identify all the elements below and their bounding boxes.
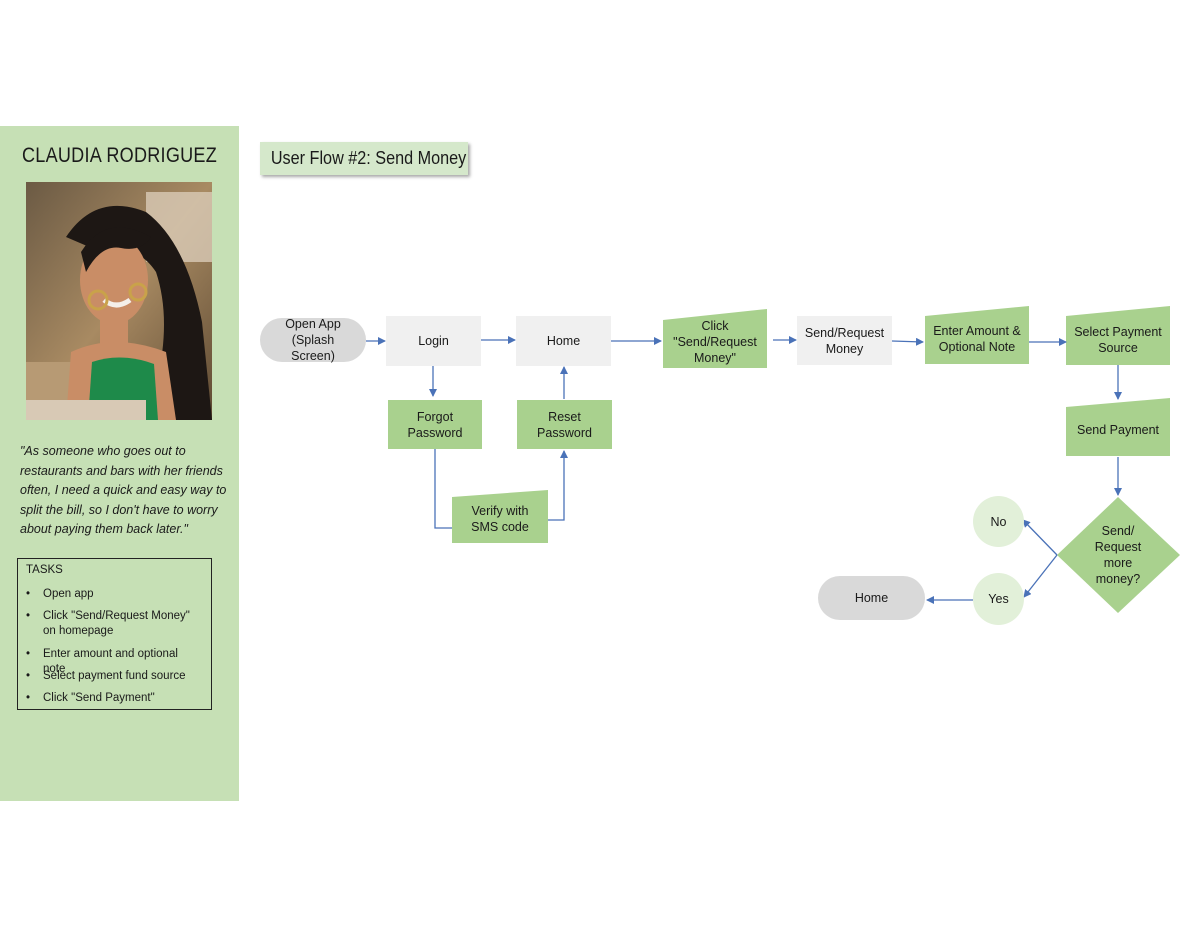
- tasks-box: TASKS • Open app • Click "Send/Request M…: [17, 558, 212, 710]
- node-reset-password: Reset Password: [517, 400, 612, 449]
- flow-title: User Flow #2: Send Money: [260, 142, 468, 175]
- arrow-sendreq-to-amount: [891, 337, 924, 346]
- node-forgot-password: Forgot Password: [388, 400, 482, 449]
- node-no: No: [973, 496, 1024, 547]
- bullet-icon: •: [26, 610, 31, 622]
- decision-shape: [1057, 497, 1180, 613]
- bullet-icon: •: [26, 692, 31, 704]
- arrow-verify-to-reset: [548, 450, 568, 521]
- bullet-icon: •: [26, 588, 31, 600]
- bullet-icon: •: [26, 670, 31, 682]
- arrow-decision-to-yes: [1023, 554, 1058, 598]
- node-send-request-money: Send/Request Money: [797, 316, 892, 365]
- send-payment-shape: [1066, 398, 1170, 456]
- verify-sms-shape: [452, 490, 548, 543]
- node-click-send-request: Click "Send/Request Money": [673, 319, 757, 365]
- node-yes: Yes: [973, 573, 1024, 625]
- select-payment-shape: [1066, 306, 1170, 365]
- enter-amount-shape: [925, 306, 1029, 364]
- node-open-app: Open App (Splash Screen): [260, 317, 366, 363]
- bullet-icon: •: [26, 648, 31, 660]
- tasks-title: TASKS: [26, 564, 63, 576]
- node-login: Login: [386, 316, 481, 366]
- node-select-payment-source: Select Payment Source: [1074, 324, 1162, 355]
- line-forgot-to-verify: [434, 449, 452, 529]
- node-verify-sms: Verify with SMS code: [471, 504, 529, 534]
- node-home-end: Home: [818, 576, 925, 620]
- persona-photo: [26, 182, 212, 420]
- node-decision: Send/ Request more money?: [1094, 524, 1142, 586]
- click-send-request-shape: [663, 309, 767, 368]
- persona-quote: "As someone who goes out to restaurants …: [20, 444, 227, 537]
- persona-name: CLAUDIA RODRIGUEZ: [21, 144, 218, 167]
- node-home: Home: [516, 316, 611, 366]
- node-send-payment: Send Payment: [1077, 423, 1159, 437]
- arrow-decision-to-no: [1022, 519, 1058, 556]
- node-enter-amount: Enter Amount & Optional Note: [933, 324, 1021, 354]
